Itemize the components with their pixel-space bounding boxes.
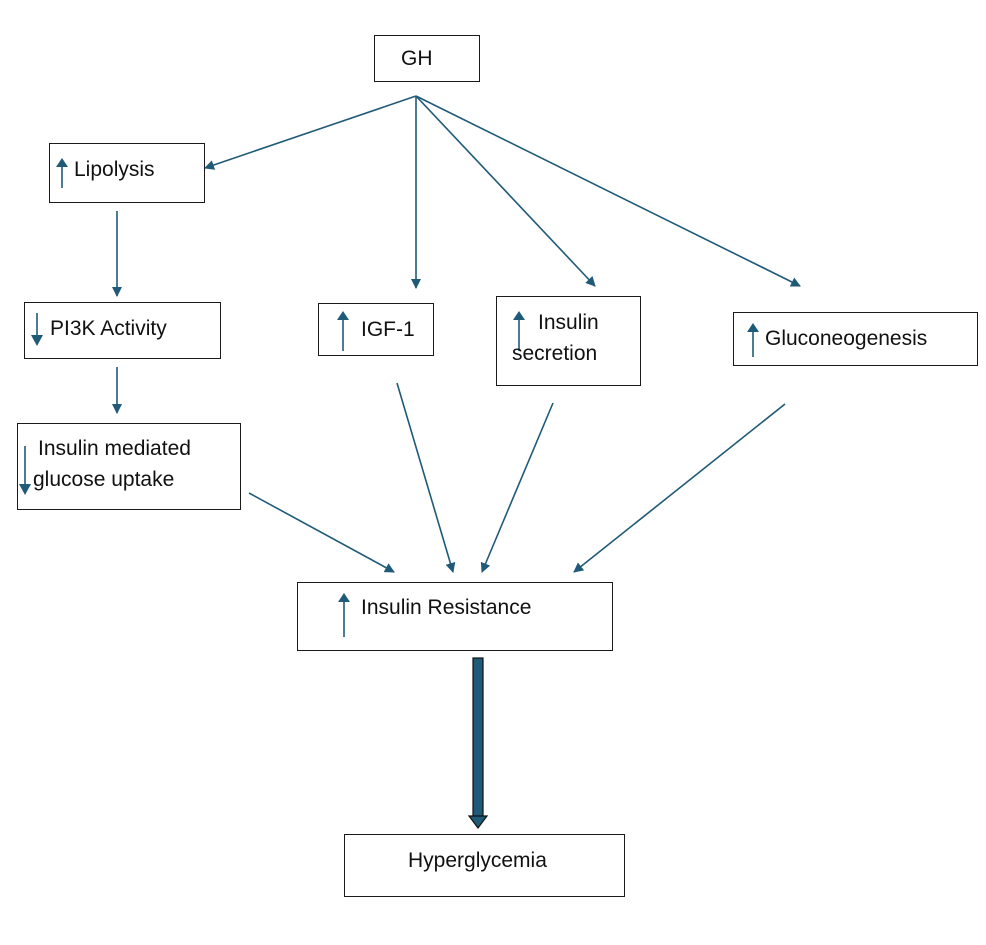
node-insulin-secretion: Insulin secretion [496, 296, 641, 386]
up-arrow-icon [338, 593, 350, 637]
up-arrow-icon [337, 311, 349, 351]
node-pi3k: PI3K Activity [24, 302, 221, 359]
edge-glucose-uptake-insulin-resistance [248, 492, 395, 573]
node-insulin-secretion-line1: Insulin [538, 311, 599, 334]
node-pi3k-label: PI3K Activity [50, 317, 167, 340]
edge-gh-gluconeogenesis [415, 95, 801, 287]
node-lipolysis: Lipolysis [49, 143, 205, 203]
node-gluconeogenesis-label: Gluconeogenesis [765, 327, 928, 350]
edge-igf1-insulin-resistance [396, 382, 456, 573]
edge-insulin-resistance-hyperglycemia [467, 657, 489, 829]
node-insulin-resistance: Insulin Resistance [297, 582, 613, 651]
up-arrow-icon [56, 158, 68, 188]
node-hyperglycemia-label: Hyperglycemia [408, 849, 547, 872]
node-gluconeogenesis: Gluconeogenesis [733, 312, 978, 366]
node-igf1: IGF-1 [318, 303, 434, 356]
edge-gluconeogenesis-insulin-resistance [573, 403, 786, 573]
down-arrow-icon [31, 313, 43, 346]
edge-insulin-secretion-insulin-resistance [480, 402, 554, 573]
node-hyperglycemia: Hyperglycemia [344, 834, 625, 897]
node-glucose-uptake: Insulin mediated glucose uptake [17, 423, 241, 510]
edge-gh-insulin-secretion [415, 95, 596, 287]
node-glucose-uptake-line1: Insulin mediated [38, 437, 191, 460]
node-insulin-secretion-line2: secretion [512, 342, 598, 365]
node-gh: GH [374, 35, 480, 82]
node-glucose-uptake-line2: glucose uptake [33, 468, 175, 491]
node-gh-label: GH [401, 47, 433, 70]
edge-gh-lipolysis [204, 95, 417, 170]
node-lipolysis-label: Lipolysis [74, 158, 155, 181]
down-arrow-icon [19, 446, 31, 495]
up-arrow-icon [747, 323, 759, 357]
node-igf1-label: IGF-1 [361, 318, 415, 341]
up-arrow-icon [513, 311, 525, 351]
node-insulin-resistance-label: Insulin Resistance [361, 596, 532, 619]
